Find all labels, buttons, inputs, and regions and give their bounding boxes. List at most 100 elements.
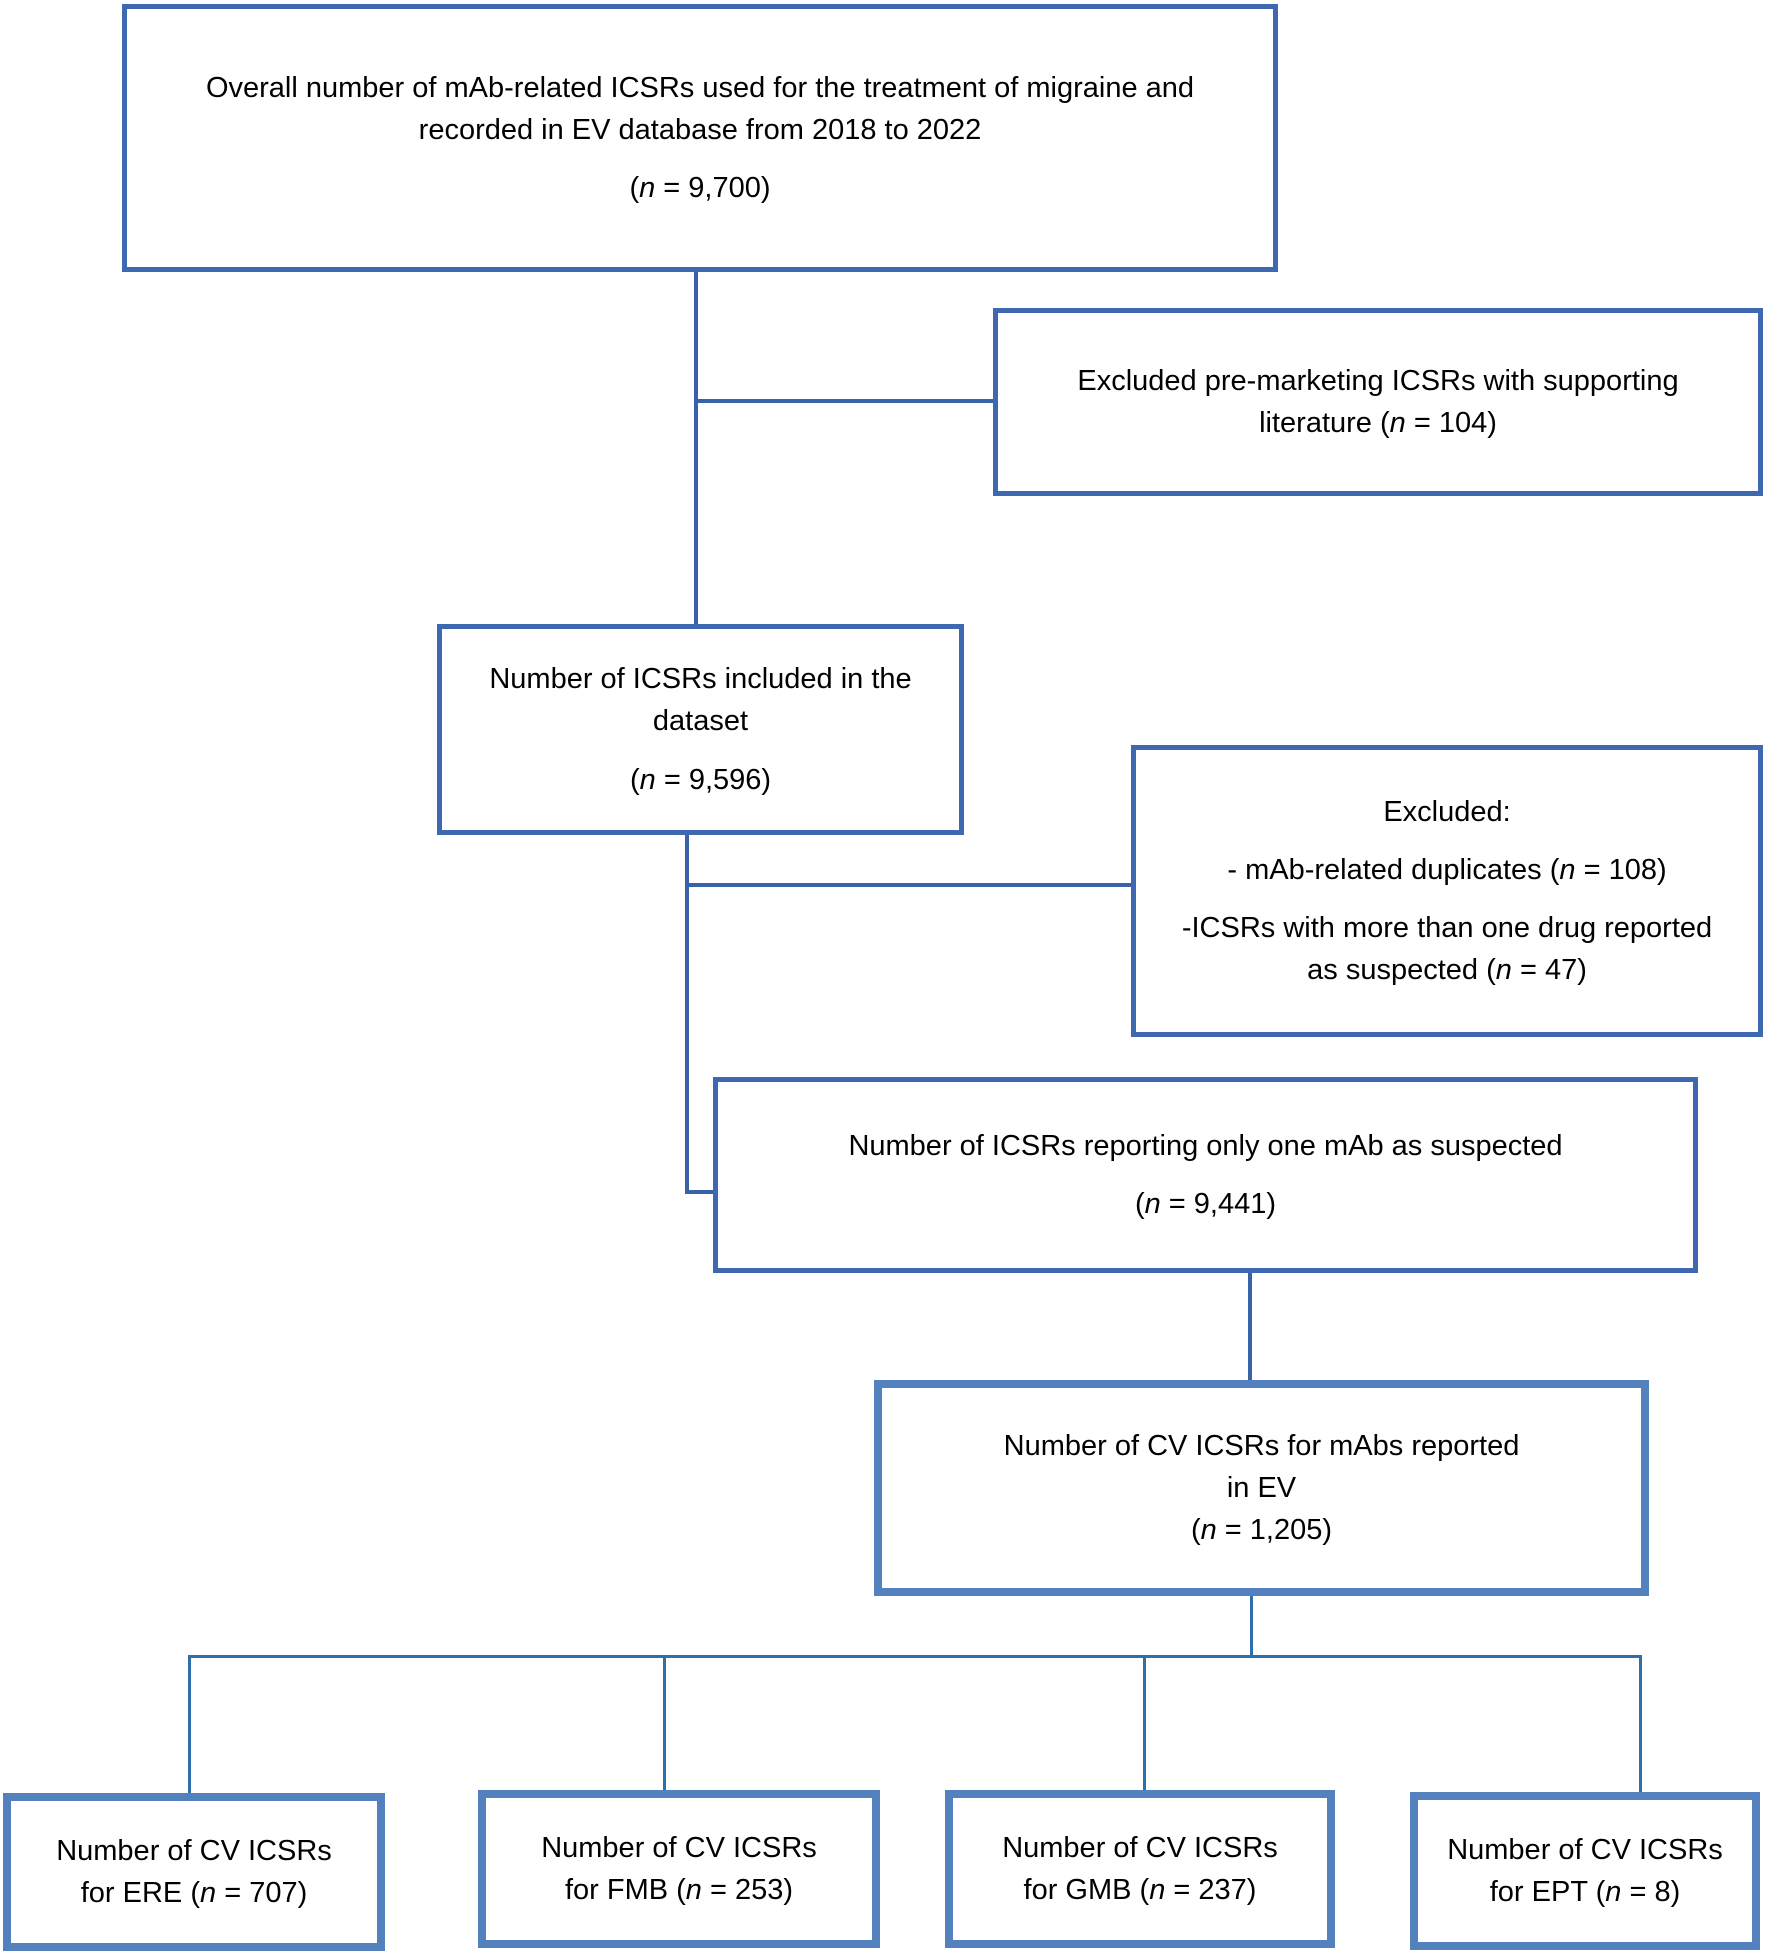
connector-branch-excluded-other bbox=[687, 883, 1131, 887]
text-segment: -ICSRs with more than one drug reported bbox=[1181, 912, 1713, 944]
box-excluded-other-text: Excluded:- mAb-related duplicates (n = 1… bbox=[1174, 791, 1720, 991]
text-segment: = 9,700) bbox=[655, 172, 771, 205]
box-one-mab-suspected-text: Number of ICSRs reporting only one mAb a… bbox=[840, 1125, 1570, 1225]
text-segment: recorded in EV database from 2018 to 202… bbox=[418, 113, 982, 146]
text-segment: in EV bbox=[1226, 1471, 1297, 1504]
text-segment: = 108) bbox=[1575, 853, 1667, 886]
text-line: for ERE (n = 707) bbox=[48, 1872, 340, 1914]
text-line: Number of CV ICSRs bbox=[994, 1827, 1286, 1869]
text-segment: for FMB ( bbox=[564, 1874, 686, 1906]
text-line: literature (n = 104) bbox=[1069, 402, 1686, 444]
text-line: as suspected (n = 47) bbox=[1174, 949, 1720, 991]
text-segment: Number of CV ICSRs bbox=[541, 1831, 817, 1864]
text-line: Number of CV ICSRs bbox=[48, 1830, 340, 1872]
text-line: (n = 9,700) bbox=[198, 167, 1202, 209]
n-italic: n bbox=[685, 1874, 702, 1906]
text-line: Number of ICSRs reporting only one mAb a… bbox=[840, 1125, 1570, 1167]
box-excluded-premarketing-text: Excluded pre-marketing ICSRs with suppor… bbox=[1069, 360, 1686, 444]
text-line: -ICSRs with more than one drug reported bbox=[1174, 907, 1720, 949]
text-segment: Number of CV ICSRs bbox=[56, 1834, 332, 1867]
text-segment: for ERE ( bbox=[80, 1877, 200, 1909]
text-segment: ( bbox=[629, 172, 640, 205]
text-segment: ( bbox=[1190, 1514, 1201, 1547]
n-italic: n bbox=[1559, 853, 1576, 886]
text-segment: Number of CV ICSRs bbox=[1447, 1833, 1723, 1866]
box-one-mab-suspected: Number of ICSRs reporting only one mAb a… bbox=[713, 1077, 1698, 1273]
text-line: (n = 9,441) bbox=[840, 1183, 1570, 1225]
text-segment: for EPT ( bbox=[1489, 1876, 1606, 1908]
box-cv-gmb-text: Number of CV ICSRs for GMB (n = 237) bbox=[994, 1827, 1286, 1911]
text-segment: Number of ICSRs reporting only one mAb a… bbox=[848, 1129, 1563, 1162]
text-segment: as suspected ( bbox=[1307, 954, 1496, 987]
n-italic: n bbox=[200, 1877, 217, 1909]
text-segment: Excluded pre-marketing ICSRs with suppor… bbox=[1077, 364, 1679, 397]
connector-stub-into-one-mab bbox=[687, 1190, 715, 1194]
text-segment: dataset bbox=[652, 705, 749, 738]
box-cv-fmb: Number of CV ICSRs for FMB (n = 253) bbox=[478, 1790, 880, 1948]
n-italic: n bbox=[1144, 1188, 1161, 1220]
text-segment: = 9,596) bbox=[655, 763, 772, 796]
text-segment: for GMB ( bbox=[1023, 1874, 1150, 1906]
text-line: Number of CV ICSRs for mAbs reported bbox=[996, 1425, 1528, 1467]
text-line: Number of ICSRs included in the bbox=[481, 658, 919, 700]
text-segment: = 8) bbox=[1621, 1876, 1681, 1908]
text-segment: = 1,205) bbox=[1216, 1514, 1333, 1547]
connector-drop-fmb bbox=[663, 1655, 666, 1792]
box-excluded-other: Excluded:- mAb-related duplicates (n = 1… bbox=[1131, 745, 1763, 1037]
box-overall-icsrs-text: Overall number of mAb-related ICSRs used… bbox=[198, 67, 1202, 209]
text-line: recorded in EV database from 2018 to 202… bbox=[198, 109, 1202, 151]
connector-cv-to-rail bbox=[1250, 1594, 1253, 1657]
text-line: for GMB (n = 237) bbox=[994, 1869, 1286, 1911]
box-included-dataset-text: Number of ICSRs included in the dataset (n… bbox=[481, 658, 919, 800]
box-cv-ere: Number of CV ICSRs for ERE (n = 707) bbox=[3, 1793, 385, 1951]
box-cv-ept-text: Number of CV ICSRs for EPT (n = 8) bbox=[1439, 1829, 1731, 1913]
n-italic: n bbox=[639, 763, 656, 796]
text-segment: Number of CV ICSRs bbox=[1002, 1831, 1278, 1864]
text-line: Excluded pre-marketing ICSRs with suppor… bbox=[1069, 360, 1686, 402]
box-excluded-premarketing: Excluded pre-marketing ICSRs with suppor… bbox=[993, 308, 1763, 496]
text-line: (n = 1,205) bbox=[996, 1509, 1528, 1551]
box-cv-ere-text: Number of CV ICSRs for ERE (n = 707) bbox=[48, 1830, 340, 1914]
box-cv-gmb: Number of CV ICSRs for GMB (n = 237) bbox=[945, 1790, 1335, 1948]
box-cv-icsrs-mabs-text: Number of CV ICSRs for mAbs reported in E… bbox=[996, 1425, 1528, 1551]
connector-drop-gmb bbox=[1143, 1655, 1146, 1792]
text-segment: Overall number of mAb-related ICSRs used… bbox=[205, 71, 1195, 104]
text-segment: ( bbox=[629, 763, 640, 796]
connector-drop-ept bbox=[1639, 1655, 1642, 1794]
box-cv-fmb-text: Number of CV ICSRs for FMB (n = 253) bbox=[533, 1827, 825, 1911]
text-segment: Excluded: bbox=[1383, 795, 1511, 828]
text-segment: = 237) bbox=[1165, 1874, 1257, 1906]
n-italic: n bbox=[1605, 1876, 1622, 1908]
text-segment: Number of CV ICSRs for mAbs reported bbox=[1003, 1429, 1520, 1462]
text-segment: = 104) bbox=[1405, 407, 1497, 439]
text-line: (n = 9,596) bbox=[481, 759, 919, 801]
text-line: - mAb-related duplicates (n = 108) bbox=[1174, 849, 1720, 891]
text-line: Number of CV ICSRs bbox=[1439, 1829, 1731, 1871]
n-italic: n bbox=[1200, 1514, 1217, 1547]
text-line: Excluded: bbox=[1174, 791, 1720, 833]
connector-drop-ere bbox=[188, 1655, 191, 1795]
connector-included-down bbox=[685, 833, 689, 1194]
text-segment: = 253) bbox=[701, 1874, 794, 1906]
text-line: Number of CV ICSRs bbox=[533, 1827, 825, 1869]
box-cv-icsrs-mabs: Number of CV ICSRs for mAbs reported in E… bbox=[874, 1380, 1649, 1596]
text-segment: = 707) bbox=[216, 1877, 308, 1909]
box-included-dataset: Number of ICSRs included in the dataset (n… bbox=[437, 624, 964, 835]
text-line: for FMB (n = 253) bbox=[533, 1869, 825, 1911]
text-line: Overall number of mAb-related ICSRs used… bbox=[198, 67, 1202, 109]
box-overall-icsrs: Overall number of mAb-related ICSRs used… bbox=[122, 4, 1278, 272]
n-italic: n bbox=[639, 172, 656, 205]
text-segment: = 9,441) bbox=[1160, 1188, 1277, 1220]
text-segment: - mAb-related duplicates ( bbox=[1227, 853, 1560, 886]
text-line: in EV bbox=[996, 1467, 1528, 1509]
n-italic: n bbox=[1389, 407, 1406, 439]
text-segment: = 47) bbox=[1511, 954, 1587, 987]
connector-branch-excluded-premarketing bbox=[696, 399, 993, 403]
text-segment: ( bbox=[1134, 1188, 1145, 1220]
text-segment: Number of ICSRs included in the bbox=[489, 663, 912, 696]
n-italic: n bbox=[1495, 954, 1512, 987]
text-line: dataset bbox=[481, 700, 919, 742]
text-segment: literature ( bbox=[1259, 407, 1390, 439]
n-italic: n bbox=[1149, 1874, 1166, 1906]
